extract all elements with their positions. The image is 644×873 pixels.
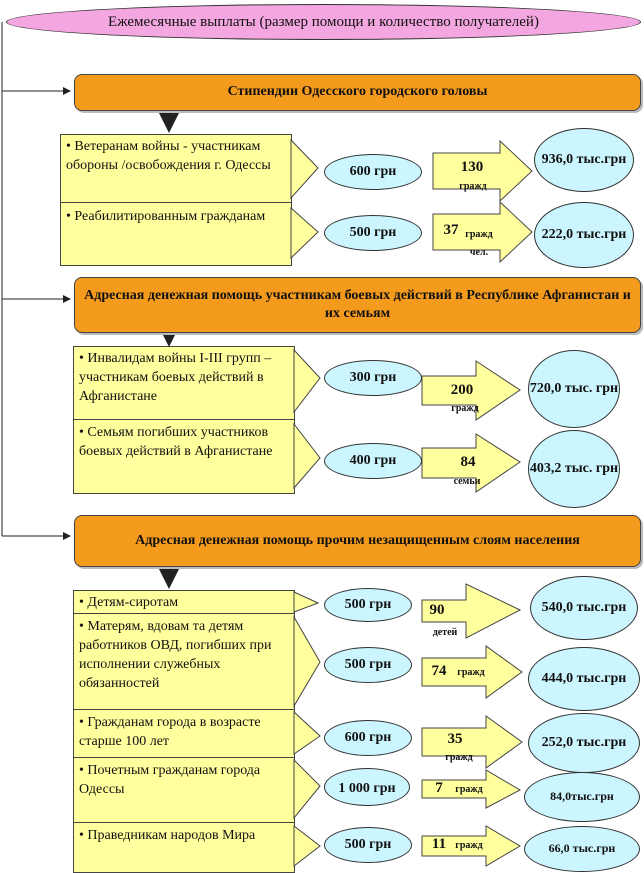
recipient-count: 90 [429,602,445,618]
group-box-2 [73,346,295,494]
page-title: Ежемесячные выплаты (размер помощи и кол… [6,4,641,40]
total-ellipse: 936,0 тыс.грн [534,128,634,192]
section-header-afghan-veterans: Адресная денежная помощь участникам боев… [74,277,641,333]
recipient-count: 84 [460,454,476,470]
amount-ellipse: 600 грн [324,720,412,756]
count-arrow [421,715,523,769]
recipient-unit: гражд [455,784,483,795]
bracket-arrow [290,138,319,200]
count-arrow [432,139,533,203]
total-ellipse: 540,0 тыс.грн [530,576,638,640]
recipient-label: • Реабилитированным гражданам [66,209,266,224]
section-header-mayor-scholarships: Стипендии Одесского городского головы [74,74,641,111]
count-arrow [421,583,522,639]
recipient-label: • Детям-сиротам [79,595,179,610]
recipient-count: 200 [450,382,474,398]
count-arrow [421,769,522,809]
amount-ellipse: 400 грн [324,443,422,479]
total-ellipse: 403,2 тыс. грн [528,430,620,508]
total-ellipse: 444,0 тыс.грн [528,647,640,711]
row-divider [73,419,294,420]
recipient-count: 7 [435,780,443,796]
recipient-unit: детей [432,627,458,638]
row-divider [73,822,294,823]
count-arrow [432,200,533,264]
count-arrow [421,825,521,867]
row-divider [73,757,294,758]
total-ellipse: 720,0 тыс. грн [528,350,620,428]
recipient-unit: семьи [453,476,481,487]
recipient-label: • Семьям погибших участников боевых дейс… [79,425,273,459]
group-box-1 [60,134,292,266]
bracket-arrow [293,758,321,820]
recipient-count: 11 [431,836,447,852]
row-divider [73,613,294,614]
total-ellipse: 66,0 тыс.грн [524,826,640,872]
row-divider [73,709,294,710]
recipient-unit: гражд [457,667,485,678]
bracket-arrow [293,422,321,490]
row-divider [60,202,291,203]
recipient-count: 37 [443,222,459,238]
recipient-count: 130 [460,159,484,175]
amount-ellipse: 1 000 грн [324,768,410,806]
recipient-unit: гражд [459,181,487,192]
recipient-label: • Праведникам народов Мира [79,828,256,843]
amount-ellipse: 500 грн [324,588,412,622]
bracket-arrow [293,710,321,755]
recipient-count: 35 [447,731,463,747]
bracket-arrow [293,615,321,708]
count-arrow [421,433,521,493]
recipient-label: • Ветеранам войны - участникам обороны /… [66,139,271,173]
recipient-label: • Гражданам города в возрасте старше 100… [79,715,261,749]
bracket-arrow [290,206,319,260]
total-ellipse: 252,0 тыс.грн [528,713,640,773]
recipient-unit: гражд [455,840,483,851]
recipient-unit: гражд чел. [465,229,493,258]
recipient-label: • Инвалидам войны I-III групп – участник… [79,351,272,404]
recipient-label: • Матерям, вдовам та детям работников ОВ… [79,619,272,691]
count-arrow [421,360,521,421]
amount-ellipse: 500 грн [324,827,412,863]
amount-ellipse: 300 грн [324,360,422,396]
recipient-count: 74 [431,663,447,679]
bracket-arrow [293,824,321,868]
group-box-3 [73,590,295,873]
recipient-unit: гражд [445,752,473,763]
bracket-arrow [293,348,321,414]
section-header-vulnerable-groups: Адресная денежная помощь прочим незащище… [74,515,641,567]
amount-ellipse: 500 грн [324,647,412,683]
total-ellipse: 222,0 тыс.грн [534,202,634,268]
recipient-unit: гражд [451,403,479,414]
amount-ellipse: 600 грн [324,154,422,190]
count-arrow [421,645,523,699]
recipient-label: • Почетным гражданам города Одессы [79,763,261,797]
total-ellipse: 84,0тыс.грн [524,772,640,822]
amount-ellipse: 500 грн [324,215,422,251]
bracket-arrow [293,591,320,613]
